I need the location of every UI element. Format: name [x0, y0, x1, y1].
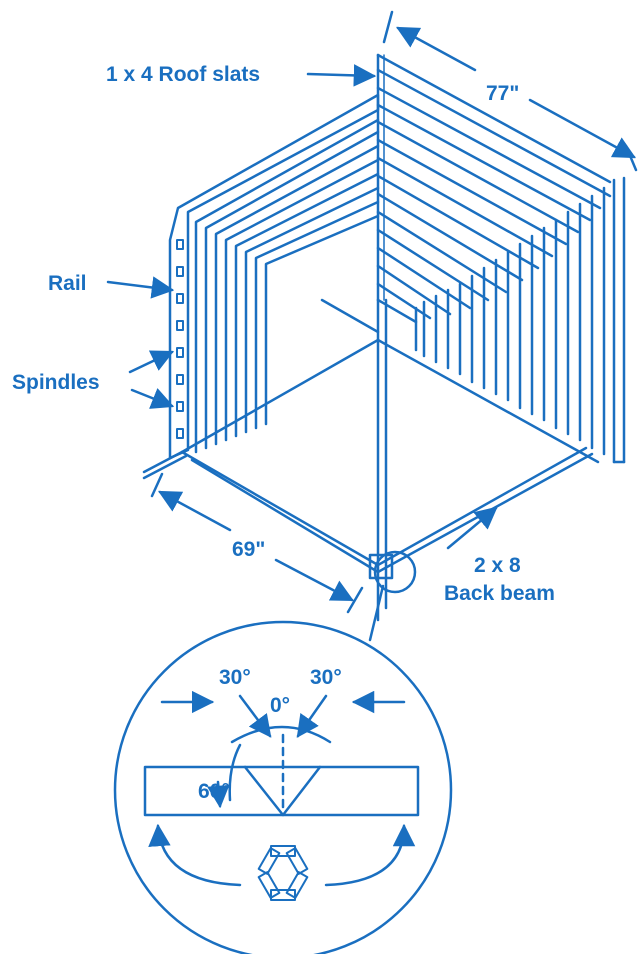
- roof-slat: [376, 156, 554, 258]
- detail-callout-line: [368, 584, 385, 642]
- roof-slat: [376, 120, 580, 234]
- hex-segment: [285, 871, 309, 899]
- dim-line: [158, 490, 232, 532]
- rail-holes: [176, 239, 184, 439]
- slat-frame: [254, 200, 380, 430]
- cross-member: [320, 298, 380, 334]
- slat-frame: [194, 118, 380, 454]
- right-wall: [414, 176, 626, 464]
- detail-arrows: [160, 690, 406, 809]
- angle-arrow-left: [238, 694, 272, 738]
- roof-slat: [376, 246, 472, 310]
- dim-line: [274, 558, 354, 602]
- base-frame: [142, 298, 600, 622]
- board-outline: [143, 765, 420, 817]
- back-beam-size-label: 2 x 8: [474, 554, 521, 577]
- joint-detail: [113, 620, 453, 959]
- roof-slat: [376, 53, 612, 184]
- slat-frame: [264, 214, 380, 426]
- angle-right-label: 30°: [310, 666, 342, 689]
- angle-arrow-60: [207, 780, 230, 809]
- dim-tick: [382, 10, 394, 44]
- roof-slat: [376, 174, 540, 270]
- slat-frame: [244, 186, 380, 434]
- rail-label: Rail: [48, 272, 87, 295]
- spindles-arrow: [128, 350, 175, 374]
- hexagon-segments: [257, 845, 309, 901]
- spindles-label: Spindles: [12, 371, 100, 394]
- roof-slat: [376, 68, 612, 198]
- label-arrows: [106, 64, 498, 550]
- left-panel: [168, 93, 380, 460]
- roof-slat: [376, 103, 592, 222]
- rail-hole: [176, 401, 184, 412]
- roof-slat: [376, 282, 432, 320]
- roof-slats: [376, 53, 612, 324]
- rail-hole: [176, 374, 184, 385]
- roof-slats-label: 1 x 4 Roof slats: [106, 63, 260, 86]
- back-beam-arrow: [446, 506, 498, 550]
- back-beam-label: Back beam: [444, 582, 555, 605]
- dim-line: [528, 98, 636, 159]
- angle-left-label: 30°: [219, 666, 251, 689]
- slat-frame: [214, 144, 380, 446]
- hex-segment: [257, 871, 281, 899]
- back-frame: [180, 338, 600, 464]
- roof-slat: [376, 138, 568, 246]
- spindles-arrow: [130, 388, 175, 409]
- rotate-arrow-left: [148, 823, 242, 887]
- v-notch: [243, 765, 322, 817]
- angle-bottom-label: 60°: [198, 780, 230, 803]
- angle-arc: [230, 725, 332, 744]
- rail-hole: [176, 347, 184, 358]
- slat-frame: [224, 158, 380, 442]
- roof-slat: [376, 192, 524, 282]
- hex-segment: [270, 889, 296, 901]
- dim-tick: [150, 472, 164, 498]
- roof-slat: [376, 228, 490, 302]
- detail-callout-circle: [373, 550, 417, 594]
- hex-segment: [285, 847, 309, 875]
- roof-slat: [376, 86, 602, 210]
- slat-frame: [234, 172, 380, 438]
- hex-segment: [270, 845, 296, 857]
- dimension-77-label: 77": [486, 82, 519, 105]
- hex-segment: [257, 847, 281, 875]
- rail-hole: [176, 293, 184, 304]
- dimension-69-label: 69": [232, 538, 265, 561]
- dimension-77: [382, 10, 638, 172]
- rail-hole: [176, 266, 184, 277]
- angle-center-label: 0°: [270, 694, 290, 717]
- rail-arrow: [106, 276, 175, 299]
- angle-arc-60: [228, 743, 242, 802]
- roof-slat: [376, 264, 452, 316]
- rail-foot: [142, 454, 188, 480]
- rail-hole: [176, 428, 184, 439]
- dimension-69: [150, 472, 364, 614]
- rail-hole: [176, 239, 184, 250]
- roof-slats-arrow: [306, 64, 377, 87]
- angle-arrow-right: [296, 694, 328, 738]
- slat-frame: [204, 130, 380, 450]
- rotate-arrow-right: [324, 823, 416, 887]
- dim-tick: [346, 586, 364, 614]
- rail-hole: [176, 320, 184, 331]
- dim-line: [396, 26, 477, 72]
- roof-slat: [376, 298, 418, 324]
- rail-foot: [142, 450, 184, 474]
